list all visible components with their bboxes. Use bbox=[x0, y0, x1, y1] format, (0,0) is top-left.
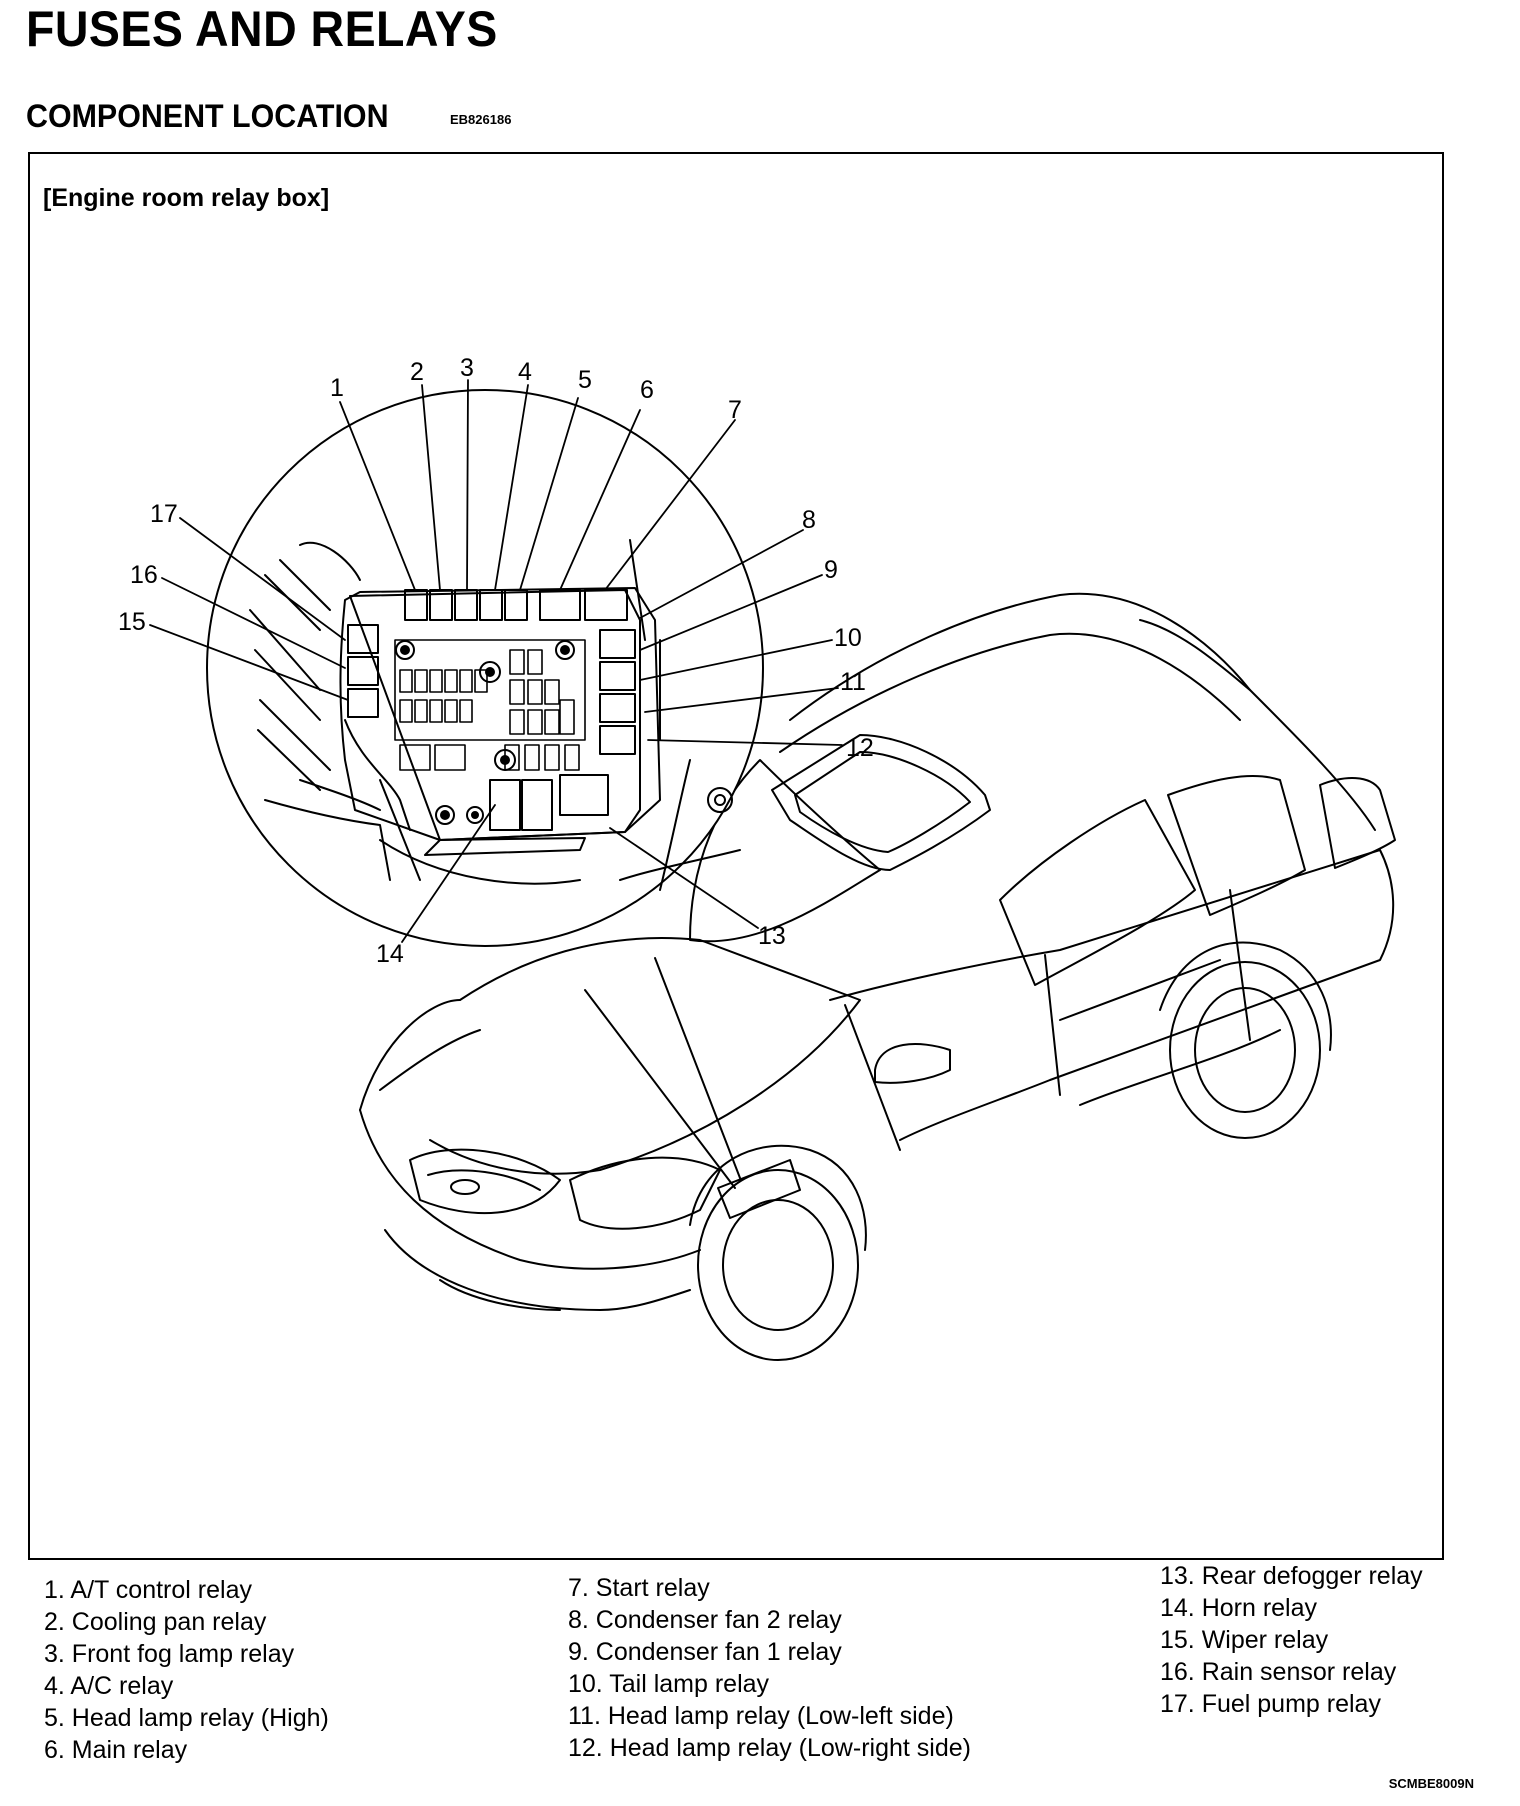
legend-column-3: 13. Rear defogger relay 14. Horn relay 1… bbox=[1160, 1560, 1423, 1720]
legend-item: 17. Fuel pump relay bbox=[1160, 1690, 1381, 1718]
callout-leaders bbox=[149, 379, 843, 943]
legend-item: 5. Head lamp relay (High) bbox=[44, 1704, 329, 1732]
legend-item: 12. Head lamp relay (Low-right side) bbox=[568, 1734, 971, 1762]
callout-8: 8 bbox=[802, 506, 816, 534]
legend-item: 1. A/T control relay bbox=[44, 1576, 252, 1604]
vehicle-illustration bbox=[359, 592, 1396, 1361]
figure-frame bbox=[28, 152, 1444, 1560]
legend-item: 8. Condenser fan 2 relay bbox=[568, 1606, 842, 1634]
figure-code: SCMBE8009N bbox=[1388, 1776, 1474, 1791]
legend-item: 11. Head lamp relay (Low-left side) bbox=[568, 1702, 954, 1730]
callout-9: 9 bbox=[824, 556, 838, 584]
callout-4: 4 bbox=[518, 358, 532, 386]
callout-3: 3 bbox=[460, 354, 474, 382]
legend-item: 16. Rain sensor relay bbox=[1160, 1658, 1397, 1686]
callout-14: 14 bbox=[376, 940, 404, 968]
page-title: FUSES AND RELAYS bbox=[26, 1, 498, 57]
figure-caption: [Engine room relay box] bbox=[43, 184, 330, 212]
callout-1: 1 bbox=[330, 374, 344, 402]
callout-13: 13 bbox=[758, 922, 786, 950]
callout-16: 16 bbox=[130, 561, 158, 589]
legend-item: 3. Front fog lamp relay bbox=[44, 1640, 295, 1668]
callout-6: 6 bbox=[640, 376, 654, 404]
legend-item: 2. Cooling pan relay bbox=[44, 1608, 267, 1636]
legend-item: 6. Main relay bbox=[44, 1736, 188, 1764]
legend-item: 9. Condenser fan 1 relay bbox=[568, 1638, 842, 1666]
callout-17: 17 bbox=[150, 500, 178, 528]
legend-column-1: 1. A/T control relay 2. Cooling pan rela… bbox=[44, 1574, 329, 1766]
document-code: EB826186 bbox=[450, 112, 512, 127]
legend-item: 7. Start relay bbox=[568, 1574, 710, 1602]
legend-item: 15. Wiper relay bbox=[1160, 1626, 1329, 1654]
callout-labels: 1 2 3 4 5 6 7 8 9 10 11 12 13 14 15 16 1… bbox=[118, 354, 874, 968]
callout-15: 15 bbox=[118, 608, 146, 636]
legend-column-2: 7. Start relay 8. Condenser fan 2 relay … bbox=[568, 1572, 971, 1764]
callout-11: 11 bbox=[840, 668, 866, 696]
legend-item: 14. Horn relay bbox=[1160, 1594, 1318, 1622]
callout-12: 12 bbox=[846, 734, 874, 762]
legend-item: 4. A/C relay bbox=[44, 1672, 174, 1700]
section-title: COMPONENT LOCATION bbox=[26, 98, 389, 134]
callout-10: 10 bbox=[834, 624, 862, 652]
callout-7: 7 bbox=[728, 396, 742, 424]
legend-item: 13. Rear defogger relay bbox=[1160, 1562, 1423, 1590]
callout-2: 2 bbox=[410, 358, 424, 386]
relay-box-detail bbox=[206, 389, 764, 947]
legend-item: 10. Tail lamp relay bbox=[568, 1670, 770, 1698]
callout-5: 5 bbox=[578, 366, 592, 394]
